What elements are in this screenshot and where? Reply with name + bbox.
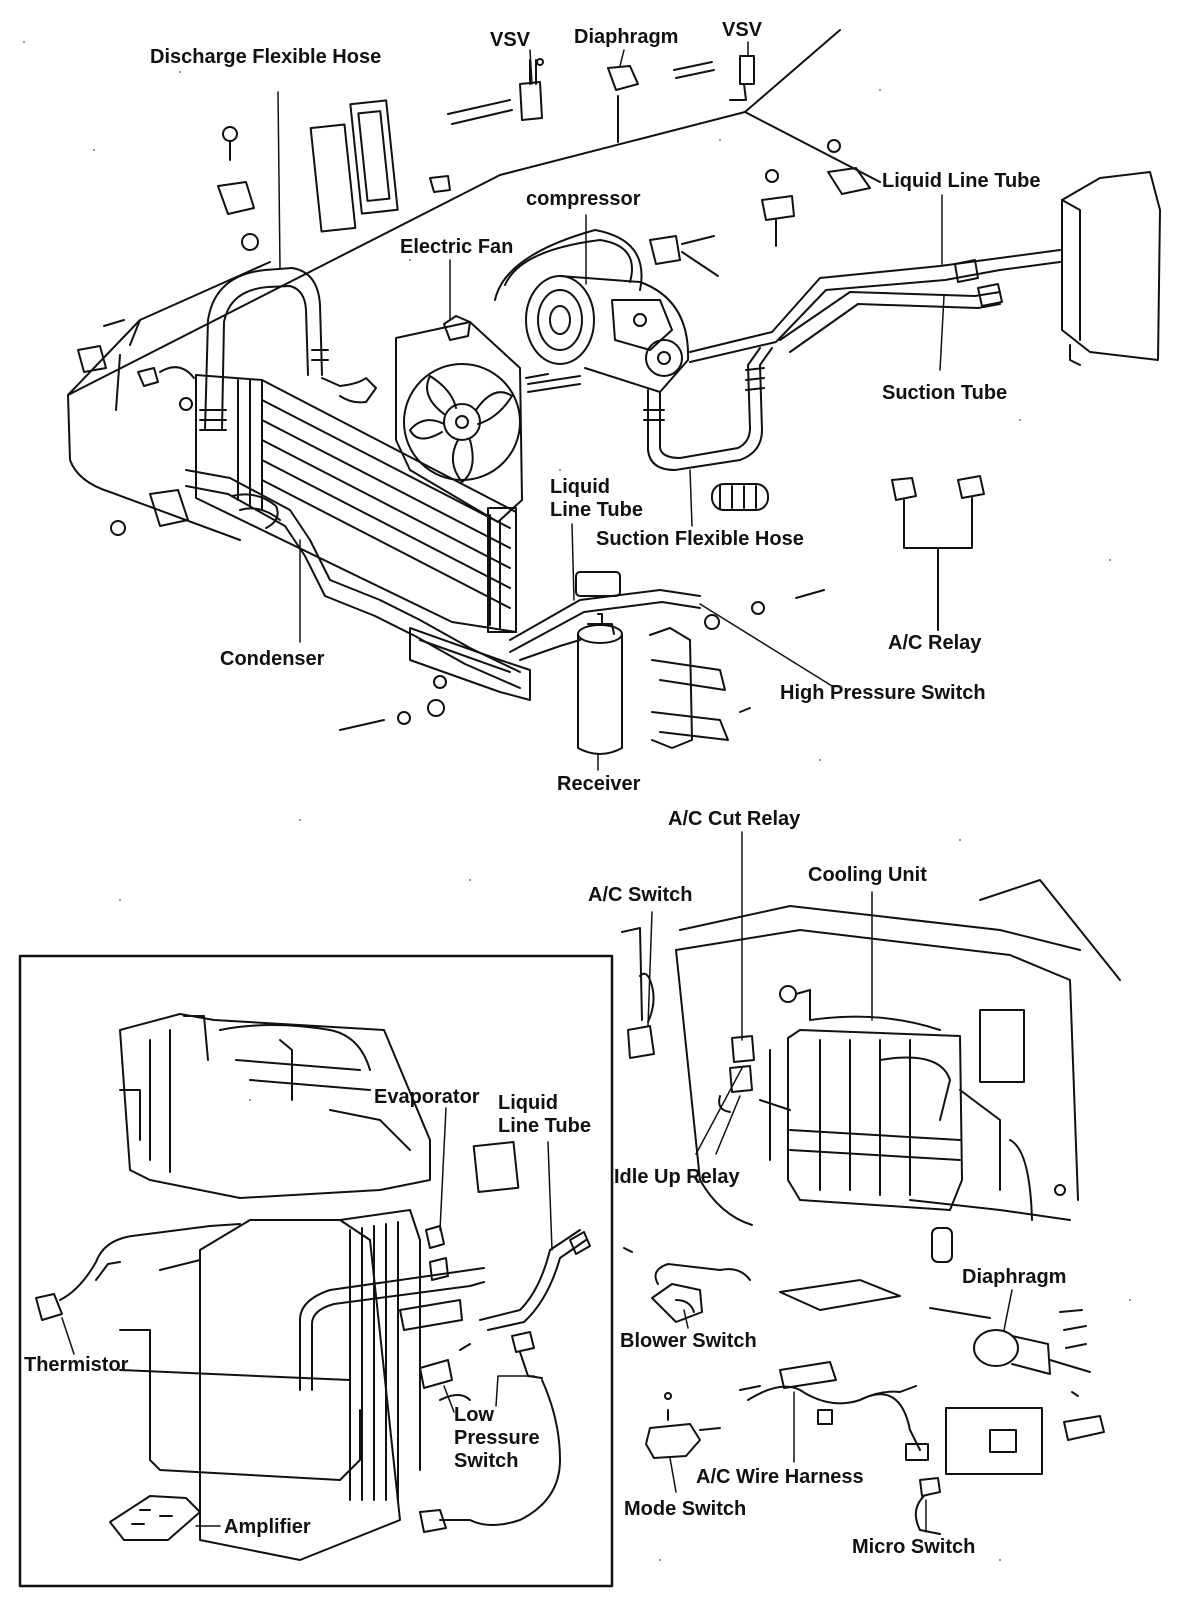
diaphragm-bottom-part	[973, 1309, 1105, 1441]
label-suction-tube: Suction Tube	[882, 382, 1008, 404]
label-ac-cut-relay: A/C Cut Relay	[668, 808, 801, 830]
leader-lines-bottom-right	[623, 831, 1013, 1533]
label-blower-switch: Blower Switch	[620, 1330, 757, 1352]
label-receiver: Receiver	[557, 773, 641, 795]
label-low-pressure-switch: Low Pressure Switch	[454, 1404, 540, 1473]
wire-harness-part	[739, 1361, 929, 1461]
inset-frame	[18, 954, 614, 1588]
label-discharge-flexible-hose: Discharge Flexible Hose	[150, 46, 382, 68]
label-vsv-right: VSV	[722, 19, 763, 41]
cooling-unit-body	[759, 985, 1033, 1221]
ac-relays	[891, 475, 985, 631]
inset-small-parts	[425, 1141, 520, 1281]
label-cooling-unit: Cooling Unit	[808, 864, 927, 886]
dashboard-outline	[675, 879, 1121, 1226]
label-liquid-line-tube-inset-line2: Line Tube	[498, 1115, 591, 1137]
leader-lines-inset	[61, 1107, 553, 1527]
label-electric-fan: Electric Fan	[400, 236, 514, 258]
suction-tube-lines	[689, 249, 1061, 363]
label-ac-relay: A/C Relay	[888, 632, 982, 654]
label-diaphragm-top: Diaphragm	[574, 26, 679, 48]
label-low-pressure-switch-line1: Low	[454, 1404, 494, 1426]
mode-switch-part	[645, 1392, 721, 1459]
label-liquid-line-tube-inset: Liquid Line Tube	[498, 1092, 591, 1138]
electric-fan-shroud	[395, 315, 523, 523]
engine-bay-outline	[67, 29, 881, 541]
hood-panels	[309, 99, 399, 233]
label-evaporator: Evaporator	[374, 1086, 480, 1108]
speckle-texture	[23, 41, 1131, 1561]
label-high-pressure-switch: High Pressure Switch	[780, 682, 986, 704]
hardware-top	[77, 126, 871, 731]
condenser-core	[195, 374, 517, 633]
micro-switch-part	[914, 1407, 1043, 1535]
evaporator-core	[119, 1209, 421, 1561]
label-thermistor: Thermistor	[24, 1354, 129, 1376]
label-suction-flexible-hose: Suction Flexible Hose	[596, 528, 804, 550]
vsv-diaphragm-parts	[447, 55, 755, 143]
blower-switch-part	[651, 1263, 751, 1323]
label-condenser: Condenser	[220, 648, 325, 670]
plate-and-rod	[779, 1227, 991, 1319]
label-amplifier: Amplifier	[224, 1516, 311, 1538]
label-micro-switch: Micro Switch	[852, 1536, 976, 1558]
discharge-hose	[199, 267, 377, 431]
label-vsv-left: VSV	[490, 29, 531, 51]
condenser-lines	[185, 469, 531, 701]
compressor-body	[494, 229, 690, 393]
suction-flexible-hose-lines	[643, 347, 773, 471]
label-liquid-line-tube-inset-line1: Liquid	[498, 1092, 558, 1114]
label-mode-switch: Mode Switch	[624, 1498, 747, 1520]
label-liquid-line-tube-top: Liquid Line Tube	[882, 170, 1041, 192]
inset-tubes	[299, 1229, 591, 1391]
label-ac-wire-harness: A/C Wire Harness	[696, 1466, 864, 1488]
label-idle-up-relay: Idle Up Relay	[614, 1166, 740, 1188]
thermistor-part	[35, 1223, 241, 1321]
receiver-bracket	[649, 627, 729, 749]
leader-lines-top	[277, 41, 945, 771]
label-liquid-line-tube-mid: Liquid Line Tube	[550, 476, 643, 522]
label-ac-switch: A/C Switch	[588, 884, 693, 906]
label-liquid-line-tube-mid-line2: Line Tube	[550, 499, 643, 521]
label-compressor: compressor	[526, 188, 641, 210]
receiver-drier	[577, 613, 623, 755]
dash-unit-right	[1061, 171, 1161, 366]
label-diaphragm-bottom: Diaphragm	[962, 1266, 1067, 1288]
label-low-pressure-switch-line2: Pressure	[454, 1427, 540, 1449]
cooling-unit-exploded	[119, 1013, 431, 1199]
label-low-pressure-switch-line3: Switch	[454, 1450, 519, 1472]
label-liquid-line-tube-mid-line1: Liquid	[550, 476, 610, 498]
amplifier-part	[109, 1495, 201, 1541]
